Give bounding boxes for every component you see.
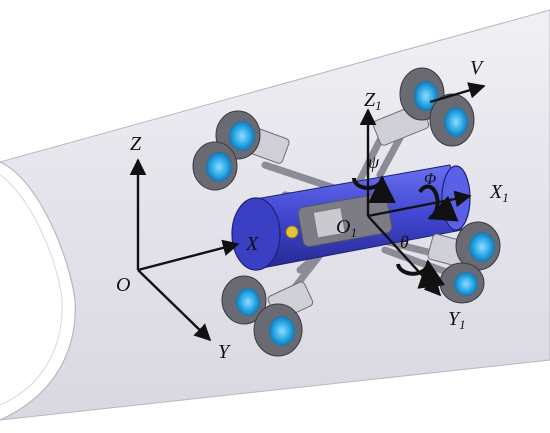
body-z-label: Z1: [364, 89, 382, 113]
world-y-label: Y: [218, 341, 231, 363]
velocity-label: V: [470, 57, 485, 79]
body-origin-label: O1: [336, 216, 357, 240]
pitch-rotation-icon: [396, 259, 446, 289]
robot-wheel-bottom-left: [221, 275, 303, 357]
robot-wheel-top-left: [192, 110, 261, 191]
yaw-rotation-icon: [352, 175, 396, 204]
world-z-label: Z: [130, 133, 142, 155]
pitch-label: θ: [400, 232, 409, 252]
world-x-axis: [137, 239, 240, 272]
world-frame: [129, 158, 240, 342]
world-origin-label: O: [116, 274, 130, 296]
world-x-label: X: [245, 233, 259, 255]
world-y-axis: [137, 269, 212, 342]
body-x-label: X1: [489, 181, 509, 205]
rotation-arrows: [352, 175, 459, 289]
roll-rotation-icon: [418, 184, 459, 222]
robot-main-body: [231, 164, 471, 271]
robot-wheel-top-right: [399, 67, 475, 147]
velocity-arrow: [429, 82, 486, 104]
robot-wheel-bottom-right: [439, 221, 501, 304]
roll-label: Φ: [424, 171, 436, 188]
yaw-label: ψ: [368, 152, 380, 172]
axis-labels: O Z X Y O1 Z1 X1 Y1 V ψ Φ θ: [116, 57, 509, 363]
body-y-label: Y1: [448, 308, 466, 332]
